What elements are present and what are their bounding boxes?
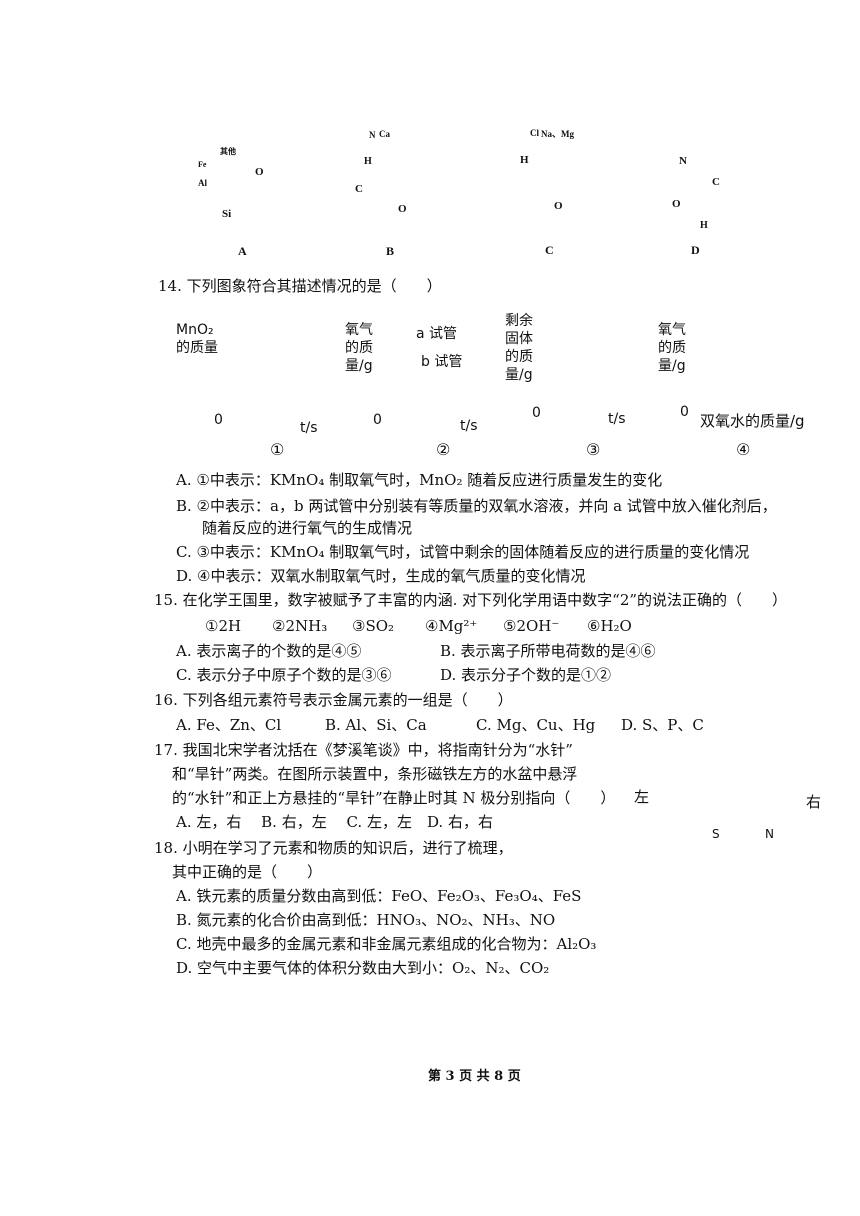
graph-3-ylabel-line1: 剩余 <box>505 313 533 329</box>
q16-stem: 16. 下列各组元素符号表示金属元素的一组是（ ） <box>154 691 513 709</box>
pie-d-slice-h: H <box>700 220 708 231</box>
q18-option-a: A. 铁元素的质量分数由高到低：FeO、Fe₂O₃、Fe₃O₄、FeS <box>176 887 582 905</box>
q14-option-c: C. ③中表示：KMnO₄ 制取氧气时，试管中剩余的固体随着反应的进行质量的变化… <box>176 543 750 561</box>
pie-a-slice-o: O <box>255 166 264 178</box>
graph-2-ylabel-line3: 量/g <box>345 358 373 374</box>
q15-option-b: B. 表示离子所带电荷数的是④⑥ <box>440 642 656 660</box>
pie-a-slice-fe: Fe <box>198 160 207 169</box>
graph-3-ylabel-line4: 量/g <box>505 367 533 383</box>
graph-2-xlabel: t/s <box>460 418 478 434</box>
pie-b-slice-ca: Ca <box>379 129 390 139</box>
q14-option-d: D. ④中表示：双氧水制取氧气时，生成的氧气质量的变化情况 <box>176 567 586 585</box>
q17-line-2: 和“旱针”两类。在图所示装置中，条形磁铁左方的水盆中悬浮 <box>172 765 578 783</box>
graph-4-ylabel-line2: 的质 <box>658 340 686 356</box>
graph-4-xlabel: 双氧水的质量/g <box>700 412 805 430</box>
graph-2-curve-a-label: a 试管 <box>416 326 458 342</box>
pie-b-slice-o: O <box>398 203 407 215</box>
graph-1-ylabel-line2: 的质量 <box>176 340 218 356</box>
pie-c-caption: C <box>545 243 554 257</box>
q18-option-d: D. 空气中主要气体的体积分数由大到小：O₂、N₂、CO₂ <box>176 959 550 977</box>
graph-2-origin: 0 <box>373 412 382 428</box>
pie-d-slice-o: O <box>672 198 681 210</box>
graph-2-ylabel-line2: 的质 <box>345 340 373 356</box>
q14-option-a: A. ①中表示：KMnO₄ 制取氧气时，MnO₂ 随着反应进行质量发生的变化 <box>176 471 663 489</box>
q15-option-d: D. 表示分子个数的是①② <box>440 666 612 684</box>
pie-c-slice-cl: Cl <box>530 128 539 138</box>
q15-option-a: A. 表示离子的个数的是④⑤ <box>176 642 362 660</box>
pie-a-slice-si: Si <box>222 208 232 220</box>
pie-d-slice-n: N <box>679 155 687 167</box>
magnet-n-pole: N <box>765 827 774 841</box>
graph-3-ylabel-line3: 的质 <box>505 349 533 365</box>
q18-line-1: 18. 小明在学习了元素和物质的知识后，进行了梳理， <box>154 839 513 857</box>
graph-1-ylabel-line1: MnO₂ <box>176 322 214 338</box>
pie-b-slice-c: C <box>355 183 363 195</box>
pie-d-caption: D <box>691 243 700 257</box>
q16-option-d: D. S、P、C <box>621 716 704 734</box>
q14-stem: 14. 下列图象符合其描述情况的是（ ） <box>158 277 442 295</box>
graph-4-origin: 0 <box>680 404 689 420</box>
graph-3-ylabel-line2: 固体 <box>505 331 533 347</box>
pie-a-caption: A <box>238 244 247 258</box>
graph-3-number: ③ <box>586 440 601 459</box>
q15-item-6: ⑥H₂O <box>587 617 632 635</box>
graph-1-xlabel: t/s <box>300 420 318 436</box>
q15-stem: 15. 在化学王国里，数字被赋予了丰富的内涵. 对下列化学用语中数字“2”的说法… <box>154 591 788 609</box>
q17-line-1: 17. 我国北宋学者沈括在《梦溪笔谈》中，将指南针分为“水针” <box>154 741 573 759</box>
q18-option-c: C. 地壳中最多的金属元素和非金属元素组成的化合物为：Al₂O₃ <box>176 935 597 953</box>
graph-3-origin: 0 <box>532 405 541 421</box>
graph-1-origin: 0 <box>214 412 223 428</box>
q15-item-2: ②2NH₃ <box>272 617 328 635</box>
pie-b-caption: B <box>386 244 395 258</box>
magnet-s-pole: S <box>712 827 720 841</box>
page-footer: 第 3 页 共 8 页 <box>428 1069 521 1084</box>
graph-2-number: ② <box>436 440 451 459</box>
pie-c-slice-na-mg: Na、Mg <box>541 129 574 139</box>
q15-option-c: C. 表示分子中原子个数的是③⑥ <box>176 666 392 684</box>
q15-item-5: ⑤2OH⁻ <box>503 617 560 635</box>
pie-b-slice-h: H <box>364 156 372 167</box>
q14-option-b-line2: 随着反应的进行氧气的生成情况 <box>202 519 413 537</box>
q15-item-3: ③SO₂ <box>352 617 395 635</box>
q17-line-3: 的“水针”和正上方悬挂的“旱针”在静止时其 N 极分别指向（ ） <box>172 789 616 807</box>
graph-2-ylabel-line1: 氧气 <box>345 322 373 338</box>
pie-b-slice-n: N <box>369 130 376 140</box>
right-direction-label: 右 <box>806 793 822 811</box>
q16-option-b: B. Al、Si、Ca <box>325 716 427 734</box>
graph-1-number: ① <box>270 440 285 459</box>
graph-4-ylabel-line3: 量/g <box>658 358 686 374</box>
q16-option-c: C. Mg、Cu、Hg <box>476 716 596 734</box>
q16-option-a: A. Fe、Zn、Cl <box>176 716 282 734</box>
pie-a-slice-other: 其他 <box>220 147 236 156</box>
graph-4-ylabel-line1: 氧气 <box>658 322 686 338</box>
left-direction-label: 左 <box>634 788 650 806</box>
pie-a-slice-al: Al <box>198 178 207 188</box>
q15-item-4: ④Mg²⁺ <box>425 617 478 635</box>
q17-options: A. 左，右 B. 右，左 C. 左，左 D. 右，右 <box>176 813 493 831</box>
graph-2-curve-b-label: b 试管 <box>421 354 463 370</box>
graph-4-number: ④ <box>736 440 751 459</box>
graph-3-xlabel: t/s <box>608 411 626 427</box>
pie-c-slice-h: H <box>520 154 529 166</box>
q18-option-b: B. 氮元素的化合价由高到低：HNO₃、NO₂、NH₃、NO <box>176 911 556 929</box>
pie-c-slice-o: O <box>554 200 563 212</box>
q18-line-2: 其中正确的是（ ） <box>172 863 323 881</box>
q15-item-1: ①2H <box>205 617 242 635</box>
q14-option-b-line1: B. ②中表示：a，b 两试管中分别装有等质量的双氧水溶液，并向 a 试管中放入… <box>176 497 777 515</box>
pie-d-slice-c: C <box>712 176 720 188</box>
